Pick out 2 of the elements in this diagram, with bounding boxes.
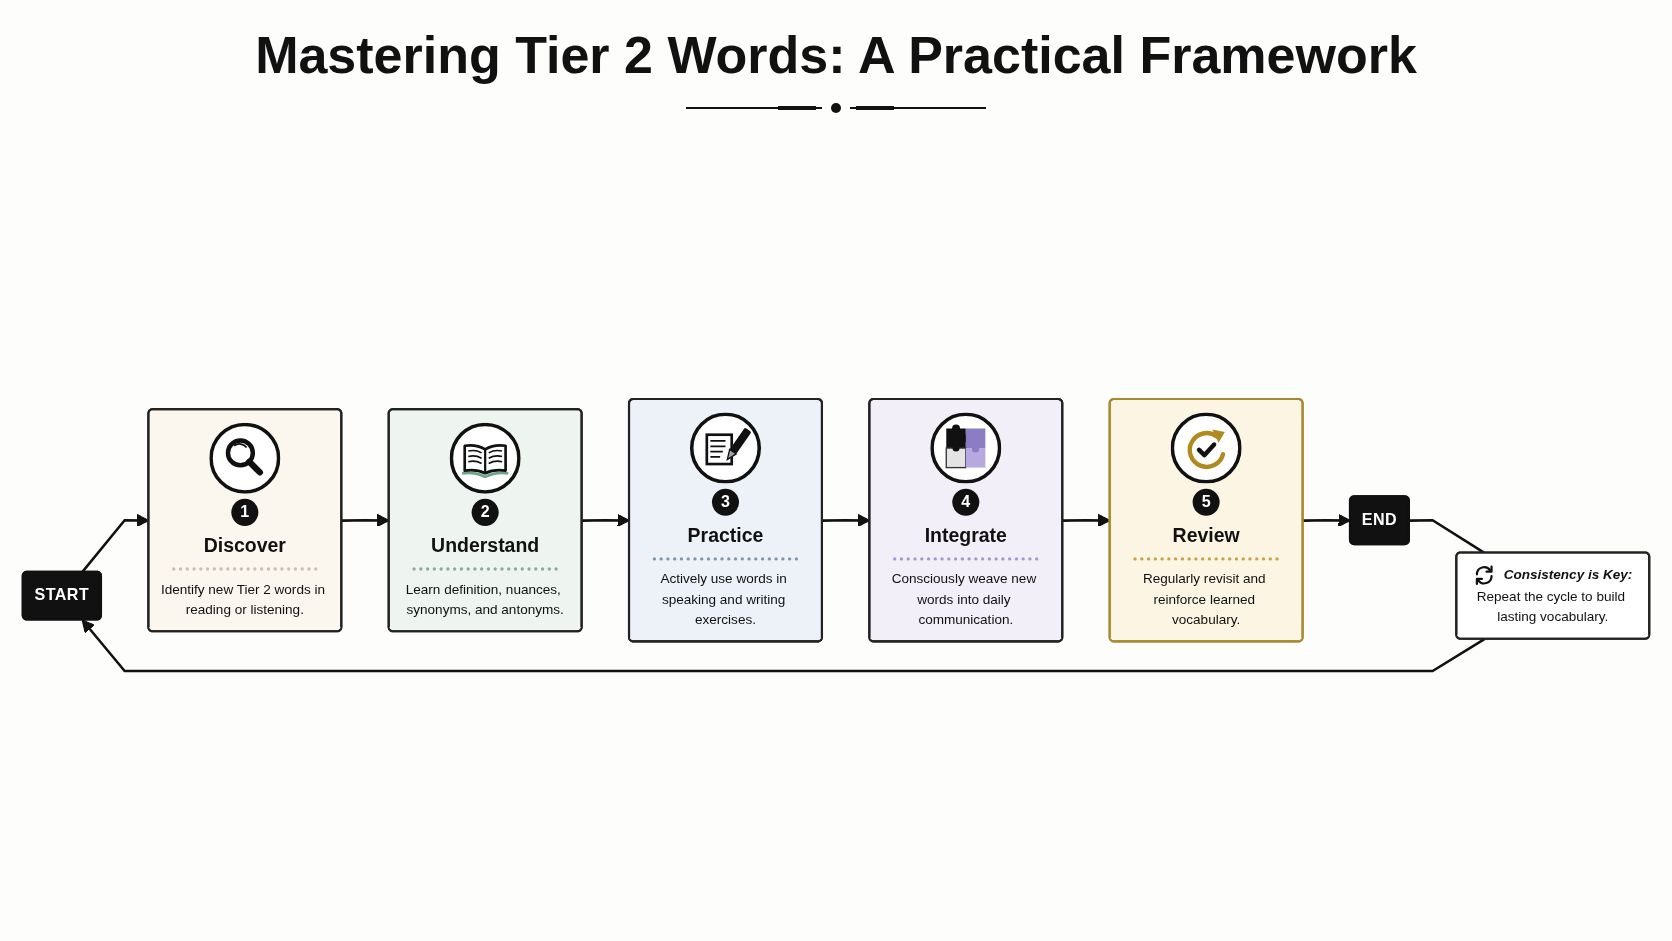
arrow — [81, 619, 1486, 673]
title: Mastering Tier 2 Words: A Practical Framework — [255, 26, 1417, 86]
